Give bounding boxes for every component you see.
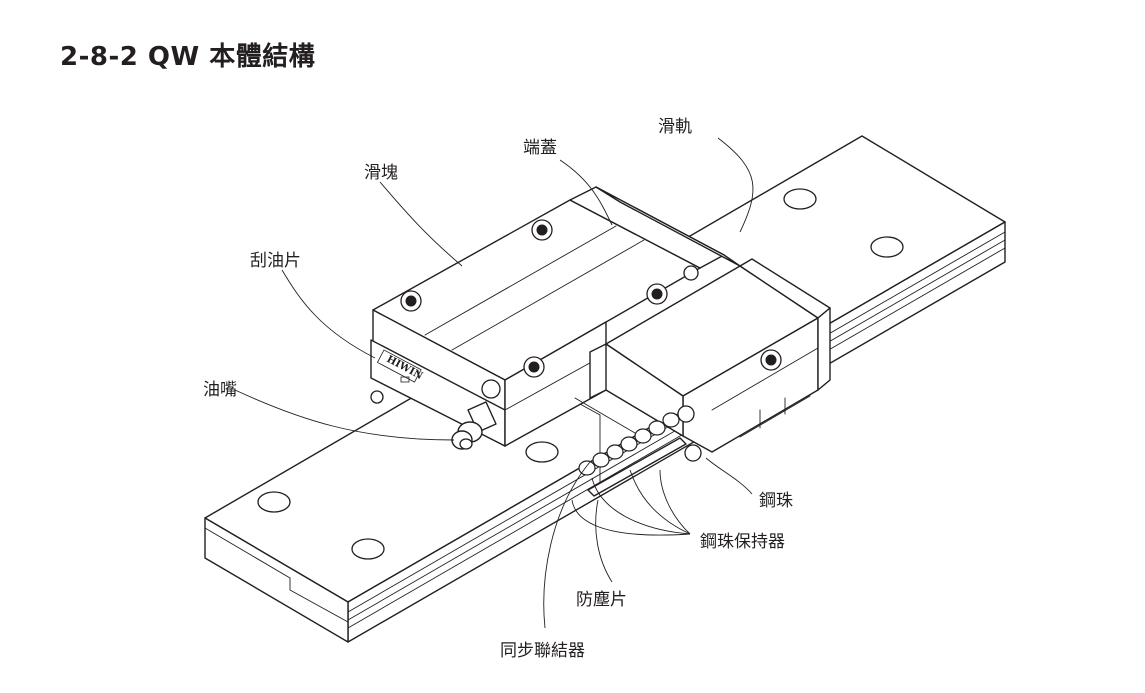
grease-nipple xyxy=(451,401,497,450)
leader-lines xyxy=(234,137,754,629)
rail-bolt-hole xyxy=(870,236,904,258)
label-sync-connector: 同步聯結器 xyxy=(500,641,585,661)
steel-balls xyxy=(578,412,680,476)
label-grease-nipple: 油嘴 xyxy=(203,380,237,400)
rail-bolt-hole xyxy=(525,441,559,463)
section-title: 2-8-2 QW 本體結構 xyxy=(60,42,316,72)
label-scraper: 刮油片 xyxy=(250,251,301,271)
label-dust-seal: 防塵片 xyxy=(576,590,627,610)
label-ball-retainer: 鋼珠保持器 xyxy=(700,532,785,552)
cutaway-recess xyxy=(589,343,607,399)
label-end-cap: 端蓋 xyxy=(523,138,557,158)
rail-bolt-hole xyxy=(257,491,291,513)
block-bolt-hole xyxy=(651,288,663,300)
rail-bolt-hole xyxy=(783,188,817,210)
label-block: 滑塊 xyxy=(364,163,398,183)
label-rail: 滑軌 xyxy=(658,117,692,137)
block-bolt-hole xyxy=(765,354,777,366)
ball-retainer-strip xyxy=(587,437,687,497)
block-assembly: HIWIN xyxy=(370,186,831,497)
block-bolt-hole xyxy=(536,224,548,236)
label-steel-ball: 鋼珠 xyxy=(759,491,793,511)
rail-bolt-hole xyxy=(351,538,385,560)
block-bolt-hole xyxy=(405,295,417,307)
block-bolt-hole xyxy=(528,361,540,373)
